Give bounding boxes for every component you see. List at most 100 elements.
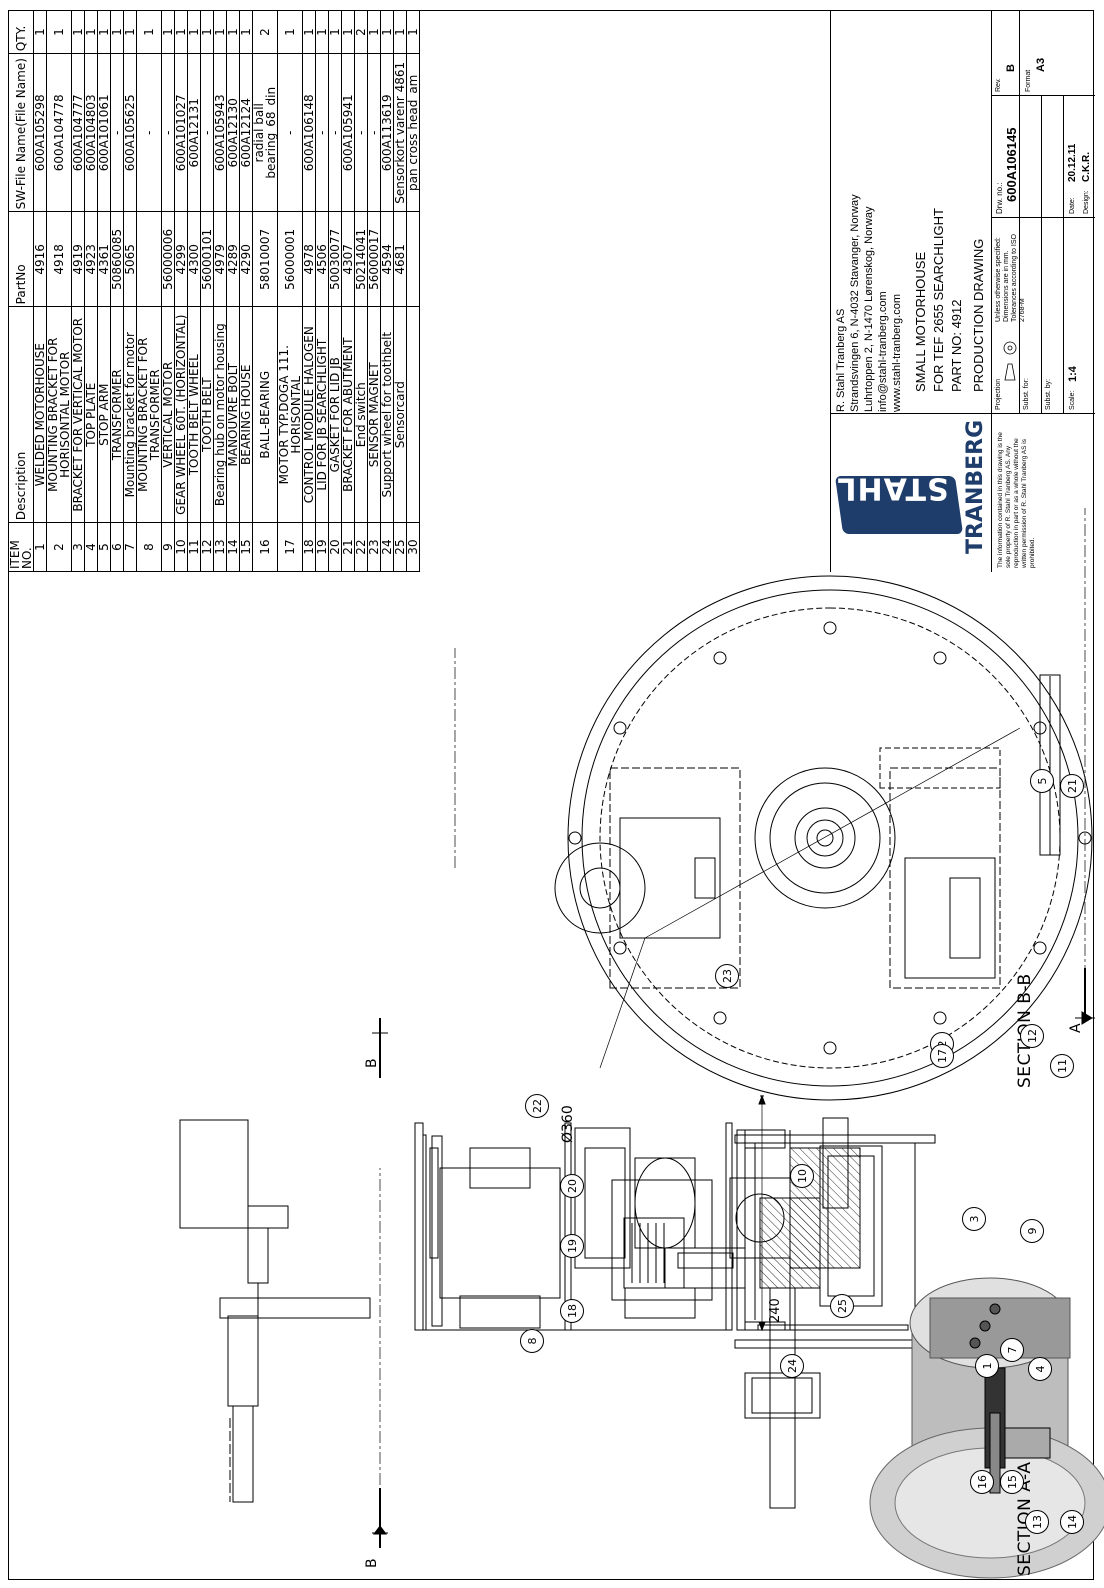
- section-aa-view: [179, 1018, 791, 1548]
- bom-item-no: 23: [367, 522, 381, 572]
- cut-a-left: A: [1068, 1023, 1084, 1033]
- balloon-7: 7: [1000, 1338, 1024, 1362]
- bom-item-no: 19: [315, 522, 329, 572]
- bom-file-name: 600A105625: [123, 53, 137, 212]
- company-address-1: Strandsvingen 6, N-4032 Stavanger, Norwa…: [849, 194, 861, 412]
- bom-file-name: 600A101027: [174, 53, 188, 212]
- bom-item-no: 30: [406, 522, 420, 572]
- bom-item-no: 18: [302, 522, 316, 572]
- bom-qty: 1: [226, 10, 240, 54]
- bom-partno: 4919: [71, 211, 85, 307]
- bom-description: BEARING HOUSE: [239, 306, 253, 523]
- bom-description: LID FOR JB SEARCHLIGHT: [315, 306, 329, 523]
- bom-description: [406, 306, 420, 523]
- bom-item-no: 24: [380, 522, 394, 572]
- bom-partno: 4923: [84, 211, 98, 307]
- bom-header-item: ITEM NO.: [8, 522, 34, 572]
- bom-partno: 4506: [315, 211, 329, 307]
- bom-qty: 1: [302, 10, 316, 54]
- bom-description: BALL-BEARING: [252, 306, 278, 523]
- bom-partno: 4594: [380, 211, 394, 307]
- bom-file-name: 600A105943: [213, 53, 227, 212]
- bom-description: GASKET FOR LID JB: [328, 306, 342, 523]
- bom-qty: 1: [277, 10, 303, 54]
- bom-description: Bearing hub on motor housing: [213, 306, 227, 523]
- bom-partno: 4979: [213, 211, 227, 307]
- bom-file-name: 600A105941: [341, 53, 355, 212]
- drawing-type: PRODUCTION DRAWING: [971, 238, 986, 392]
- bom-description: Support wheel for toothbelt: [380, 306, 394, 523]
- bom-file-name: 600A12124: [239, 53, 253, 212]
- bom-item-no: 15: [239, 522, 253, 572]
- bom-partno: 56000006: [161, 211, 175, 307]
- bom-item-no: 17: [277, 522, 303, 572]
- bom-qty: 1: [174, 10, 188, 54]
- bom-qty: 1: [380, 10, 394, 54]
- company-address-2: Luhrtoppen 2, N-1470 Lørenskog, Norway: [863, 206, 875, 412]
- bom-item-no: 4: [84, 522, 98, 572]
- bom-description: TOP PLATE: [84, 306, 98, 523]
- bom-item-no: 6: [110, 522, 124, 572]
- bom-header-row: ITEM NO. Description PartNo SW-File Name…: [8, 10, 34, 572]
- balloon-24: 24: [780, 1354, 804, 1378]
- ownership-notice: The information contained in this drawin…: [997, 432, 1036, 568]
- balloon-12: 12: [1020, 1024, 1044, 1048]
- bom-qty: 1: [315, 10, 329, 54]
- balloon-4: 4: [1028, 1357, 1052, 1381]
- bom-partno: 56000101: [200, 211, 214, 307]
- bom-qty: 1: [239, 10, 253, 54]
- bom-partno: [406, 211, 420, 307]
- balloon-18: 18: [560, 1299, 584, 1323]
- logo-stahl: STAHL: [836, 470, 949, 506]
- bill-of-materials: ITEM NO. Description PartNo SW-File Name…: [8, 10, 420, 572]
- balloon-22: 22: [525, 1094, 549, 1118]
- bom-header-description: Description: [8, 306, 34, 523]
- bom-description: GEAR WHEEL 60T. (HORIZONTAL): [174, 306, 188, 523]
- revision-label: Rev.: [995, 78, 1002, 92]
- cut-b-right: B: [364, 1058, 380, 1068]
- iso-view: [869, 1277, 1104, 1579]
- bom-item-no: 9: [161, 522, 175, 572]
- bom-partno: 5065: [123, 211, 137, 307]
- bom-qty: 1: [187, 10, 201, 54]
- bom-file-name: 600A12130: [226, 53, 240, 212]
- balloon-5: 5: [1030, 769, 1054, 793]
- bom-qty: 1: [71, 10, 85, 54]
- balloon-17: 17: [930, 1044, 954, 1068]
- bom-file-name: 600A104803: [84, 53, 98, 212]
- dimension-240: 240: [768, 1298, 783, 1323]
- bom-header-file: SW-File Name(File Name): [8, 53, 34, 212]
- bom-partno: 4361: [97, 211, 111, 307]
- bom-item-no: 20: [328, 522, 342, 572]
- bom-qty: 1: [213, 10, 227, 54]
- bom-partno: 4300: [187, 211, 201, 307]
- bom-qty: 1: [341, 10, 355, 54]
- bom-partno: 58010007: [252, 211, 278, 307]
- balloon-10: 10: [790, 1164, 814, 1188]
- balloon-23: 23: [715, 964, 739, 988]
- bom-file-name: -: [110, 53, 124, 212]
- bom-description: WELDED MOTORHOUSE: [33, 306, 47, 523]
- bom-partno: 4918: [46, 211, 72, 307]
- bom-qty: 1: [110, 10, 124, 54]
- bom-header-qty: QTY.: [8, 10, 34, 54]
- bom-file-name: 600A106148: [302, 53, 316, 212]
- balloon-20: 20: [560, 1174, 584, 1198]
- bom-item-no: 16: [252, 522, 278, 572]
- balloon-25: 25: [830, 1294, 854, 1318]
- title-line-2: FOR TEF 2655 SEARCHLIGHT: [931, 208, 946, 392]
- bom-qty: 1: [161, 10, 175, 54]
